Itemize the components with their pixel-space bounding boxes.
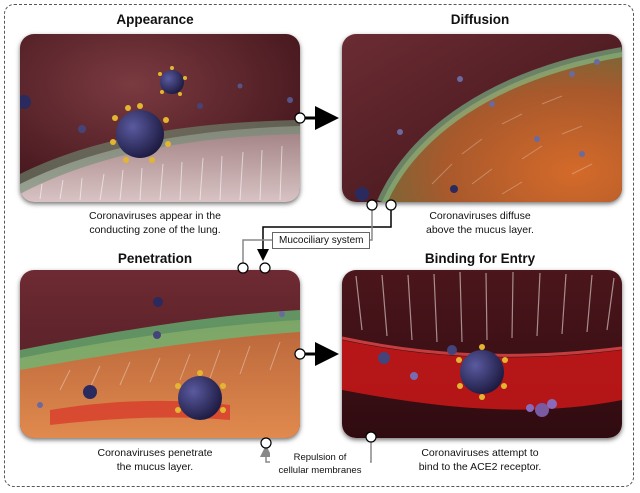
repulsion-label: Repulsion of cellular membranes [270, 451, 370, 477]
panel-title-appearance: Appearance [116, 12, 194, 27]
appearance-scene [20, 34, 300, 202]
caption-diffusion: Coronaviruses diffuse above the mucus la… [426, 210, 534, 236]
panel-title-diffusion: Diffusion [450, 12, 510, 27]
panel-title-binding: Binding for Entry [424, 251, 536, 266]
diffusion-scene [342, 34, 622, 202]
virus-binding [456, 344, 508, 400]
caption-binding: Coronaviruses attempt to bind to the ACE… [418, 447, 542, 473]
arrow-mucociliary-black [257, 205, 392, 261]
penetration-scene [20, 270, 300, 438]
caption-penetration: Coronaviruses penetrate the mucus layer. [97, 447, 213, 473]
mucociliary-label: Mucociliary system [272, 232, 371, 249]
virus-large [110, 103, 171, 163]
virus-medium [158, 66, 187, 96]
caption-appearance: Coronaviruses appear in the conducting z… [89, 210, 221, 236]
virus-penetrating [175, 370, 226, 420]
binding-scene [342, 270, 622, 438]
dashed-frame [4, 4, 634, 487]
panel-title-penetration: Penetration [117, 251, 193, 266]
